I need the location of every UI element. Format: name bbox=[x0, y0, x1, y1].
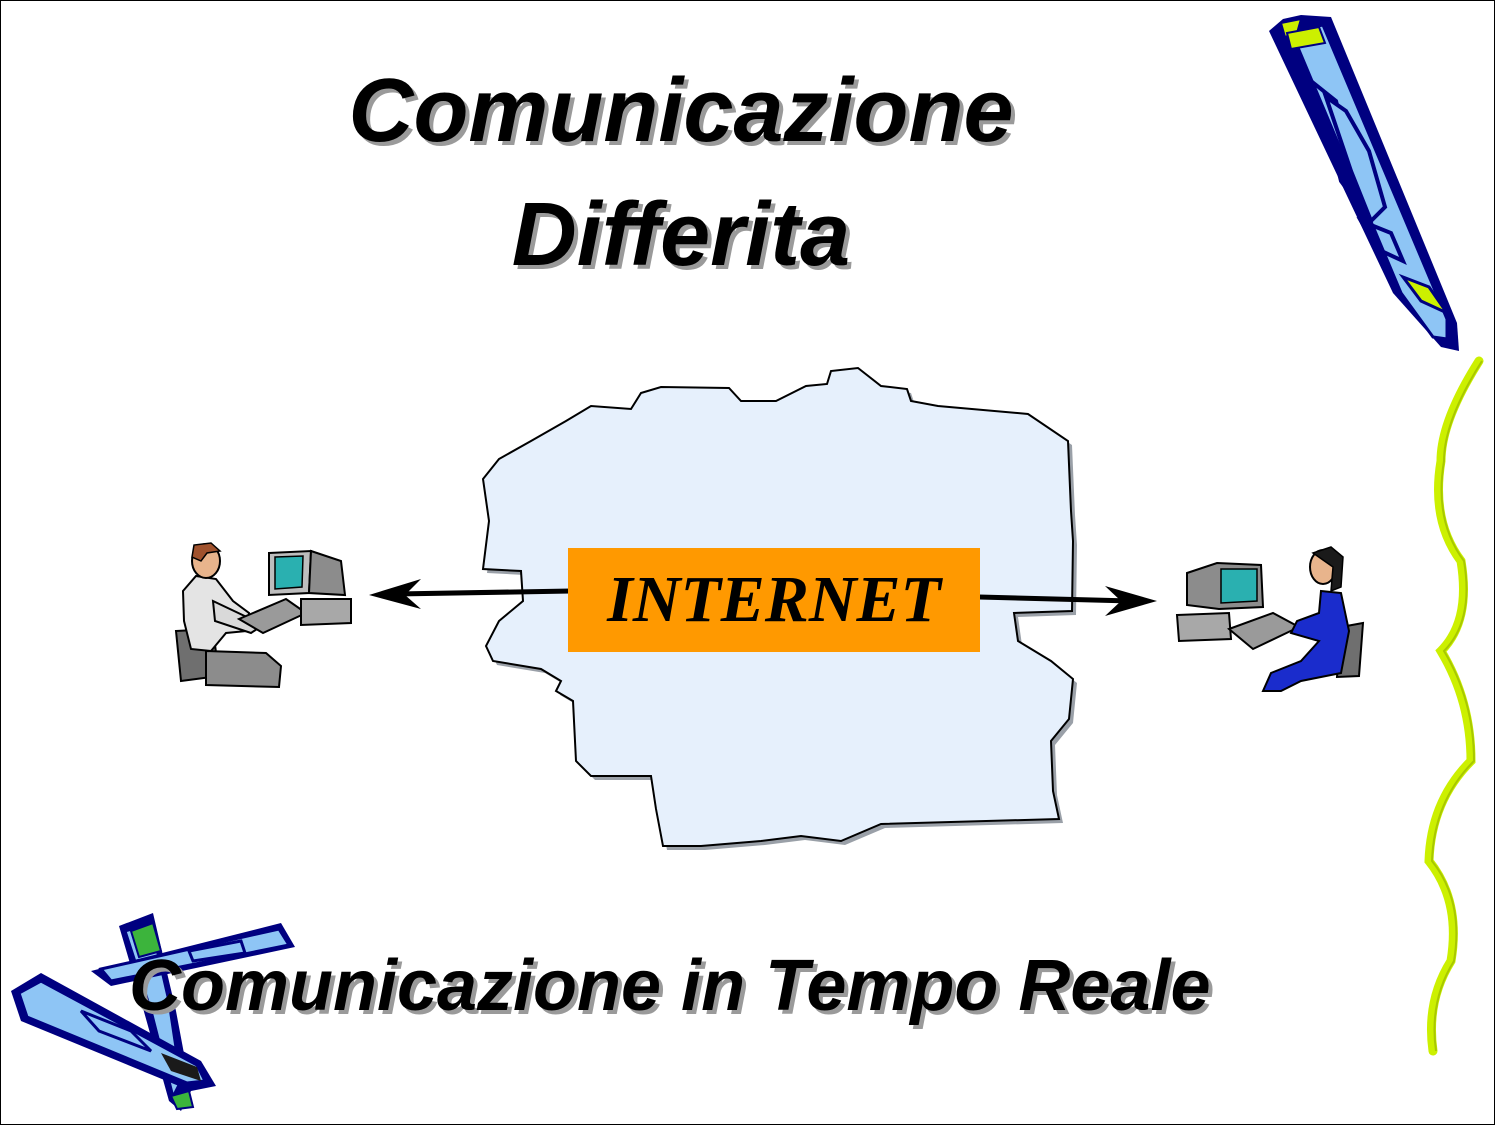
pen-icon bbox=[1269, 15, 1459, 351]
arrow-right bbox=[978, 586, 1157, 616]
title-line-2: Differita bbox=[511, 185, 851, 285]
title-line-1: Comunicazione bbox=[348, 61, 1014, 161]
bottom-title: Comunicazione in Tempo Reale bbox=[129, 946, 1211, 1026]
man-at-computer-icon bbox=[174, 542, 352, 689]
slide-title: Comunicazione Differita bbox=[181, 49, 1181, 297]
squiggle-border bbox=[1424, 356, 1484, 1056]
internet-label: INTERNET bbox=[568, 548, 980, 652]
pens-icon bbox=[11, 913, 295, 1111]
arrow-left bbox=[369, 579, 572, 609]
woman-at-computer-icon bbox=[1175, 546, 1365, 692]
